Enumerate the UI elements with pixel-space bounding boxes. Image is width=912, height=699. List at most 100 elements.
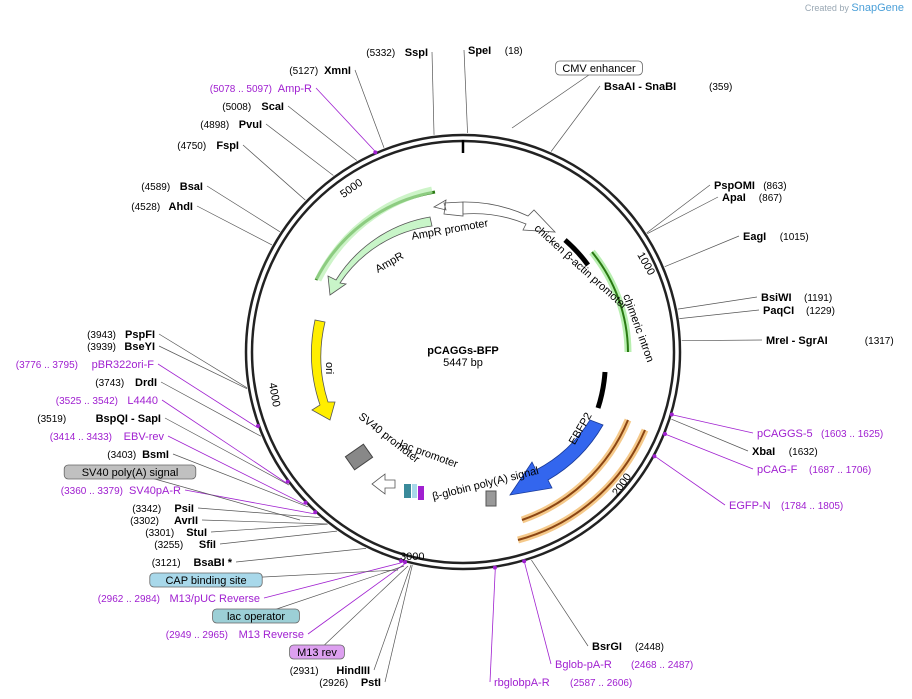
primer-site[interactable]: pCAG-F(1687 .. 1706) [662,431,871,476]
boxed-feature-label[interactable]: CMV enhancer [511,60,643,129]
enzyme-leader-line [384,564,413,683]
boxed-feature-leader [511,67,600,129]
m13-rev-box [418,486,424,500]
primer-site[interactable]: L4440(3525 .. 3542) [56,395,290,484]
primer-leader-line [489,569,496,683]
primer-name: rbglobpA-R [494,677,550,689]
primer-site[interactable]: Amp-R(5078 .. 5097) [210,83,378,155]
enzyme-leader-line [681,339,763,342]
enzyme-site[interactable]: PaqCI(1229) [679,305,835,319]
enzyme-site[interactable]: AvrII(3302) [130,515,328,527]
enzyme-site[interactable]: BspQI - SapI(3519) [37,413,290,486]
enzyme-name: BsaBI * [193,557,232,569]
primer-site[interactable]: EBV-rev(3414 .. 3433) [50,431,308,505]
primer-mark [285,479,290,484]
enzyme-site[interactable]: PspFI(3943) [87,329,248,389]
enzyme-site[interactable]: DrdI(3743) [95,377,262,437]
enzyme-site[interactable]: PstI (2926) [319,564,413,689]
enzyme-site[interactable]: BseYI(3939) [87,341,248,390]
snapgene-brand: SnapGene [851,2,904,14]
enzyme-site[interactable]: XmnI(5127) [289,65,385,148]
primer-site[interactable]: M13/pUC Reverse(2962 .. 2984) [98,559,404,605]
enzyme-name: BseYI [124,341,155,353]
enzyme-name: ScaI [261,101,284,113]
enzyme-position: (5332) [366,48,395,59]
ampr-top-highlight [314,186,433,282]
enzyme-site[interactable]: XbaI(1632) [671,418,818,458]
chimeric-intron-arrow [591,251,629,353]
enzyme-name: PstI [361,677,381,689]
primer-site[interactable]: M13 Reverse(2949 .. 2965) [166,560,407,641]
enzyme-site[interactable]: BsaAI - SnaBI(359) [550,81,732,152]
enzyme-name: EagI [743,231,766,243]
enzyme-position: (3301) [145,528,174,539]
enzyme-site[interactable]: FspI(4750) [177,140,306,201]
enzyme-leader-line [373,564,412,671]
primer-leader-line [666,434,754,470]
enzyme-site[interactable]: SfiI(3255) [154,530,338,551]
enzyme-site[interactable]: PspOMI(863) [646,180,787,234]
boxed-feature-name: lac operator [227,611,285,623]
boxed-feature-label[interactable]: SV40 poly(A) signal [63,464,301,521]
primer-leader-line [263,562,401,599]
primer-position: (2587 .. 2606) [570,678,632,689]
enzyme-name: SfiI [199,539,216,551]
primer-position: (3360 .. 3379) [61,486,123,497]
enzyme-site[interactable]: BsaI(4589) [141,181,281,233]
primer-site[interactable]: Bglob-pA-R(2468 .. 2487) [522,559,693,671]
primer-mark [522,559,527,564]
enzyme-site[interactable]: StuI(3301) [145,523,328,539]
enzyme-site[interactable]: HindIII(2931) [290,564,412,677]
primer-site[interactable]: SV40pA-R (3360 .. 3379) [61,485,318,515]
boxed-feature-box [63,464,197,480]
boxed-feature-label[interactable]: lac operator [212,565,405,624]
enzyme-site[interactable]: PsiI(3342) [132,503,320,518]
enzyme-name: BspQI - SapI [96,413,161,425]
boxed-feature-leader [255,565,405,617]
enzyme-site[interactable]: BsmI(3403) [107,449,309,508]
enzyme-site[interactable]: ScaI(5008) [222,101,357,161]
ori-arrow [311,319,336,421]
enzyme-site[interactable]: BsrGI(2448) [531,559,664,653]
primer-leader-line [161,399,287,484]
primer-site[interactable]: pCAGGS-5(1603 .. 1625) [669,412,883,440]
enzyme-leader-line [197,507,320,518]
enzyme-site[interactable]: SspI (5332) [366,47,435,135]
primer-site[interactable]: EGFP-N(1784 .. 1805) [652,454,843,512]
enzyme-position: (1229) [806,306,835,317]
enzyme-site[interactable]: MreI - SgrAI(1317) [681,335,894,347]
enzyme-name: AhdI [169,201,193,213]
cba-promoter-bar [563,238,591,267]
primer-leader-line [157,363,257,428]
enzyme-site[interactable]: SpeI (18) [463,45,523,134]
enzyme-site[interactable]: BsiWI(1191) [677,292,832,310]
enzyme-site[interactable]: ApaI(867) [647,192,782,235]
enzyme-name: SspI [405,47,428,59]
boxed-feature-box [212,608,300,624]
boxed-feature-label[interactable]: CAP binding site [149,569,399,588]
enzyme-position: (3943) [87,330,116,341]
enzyme-name: PvuI [239,119,262,131]
primer-name: M13/pUC Reverse [170,593,260,605]
primer-name: SV40pA-R [129,485,181,497]
enzyme-site[interactable]: PvuI(4898) [200,119,334,176]
primer-site[interactable]: pBR322ori-F(3776 .. 3795) [16,359,260,429]
enzyme-leader-line [265,123,334,176]
enzyme-name: BsaI [180,181,203,193]
enzyme-name: PsiI [174,503,194,515]
boxed-feature-label[interactable]: M13 rev [289,565,409,660]
label-layer: SpeI (18) BsaAI - SnaBI(359) PspOMI(863)Apa… [16,45,894,689]
enzyme-leader-line [206,185,281,233]
enzyme-position: (2926) [319,678,348,689]
enzyme-name: SpeI [468,45,491,57]
enzyme-position: (1015) [780,232,809,243]
enzyme-position: (18) [505,46,523,57]
lac-operator-box [404,484,411,498]
enzyme-site[interactable]: EagI (1015) [664,231,809,268]
enzyme-site[interactable]: BsaBI *(3121) [152,548,367,569]
enzyme-position: (4750) [177,141,206,152]
primer-mark [652,454,657,459]
enzyme-site[interactable]: AhdI(4528) [131,201,273,246]
tick-1000: 1000 [634,250,657,277]
primer-site[interactable]: rbglobpA-R (2587 .. 2606) [489,565,632,689]
